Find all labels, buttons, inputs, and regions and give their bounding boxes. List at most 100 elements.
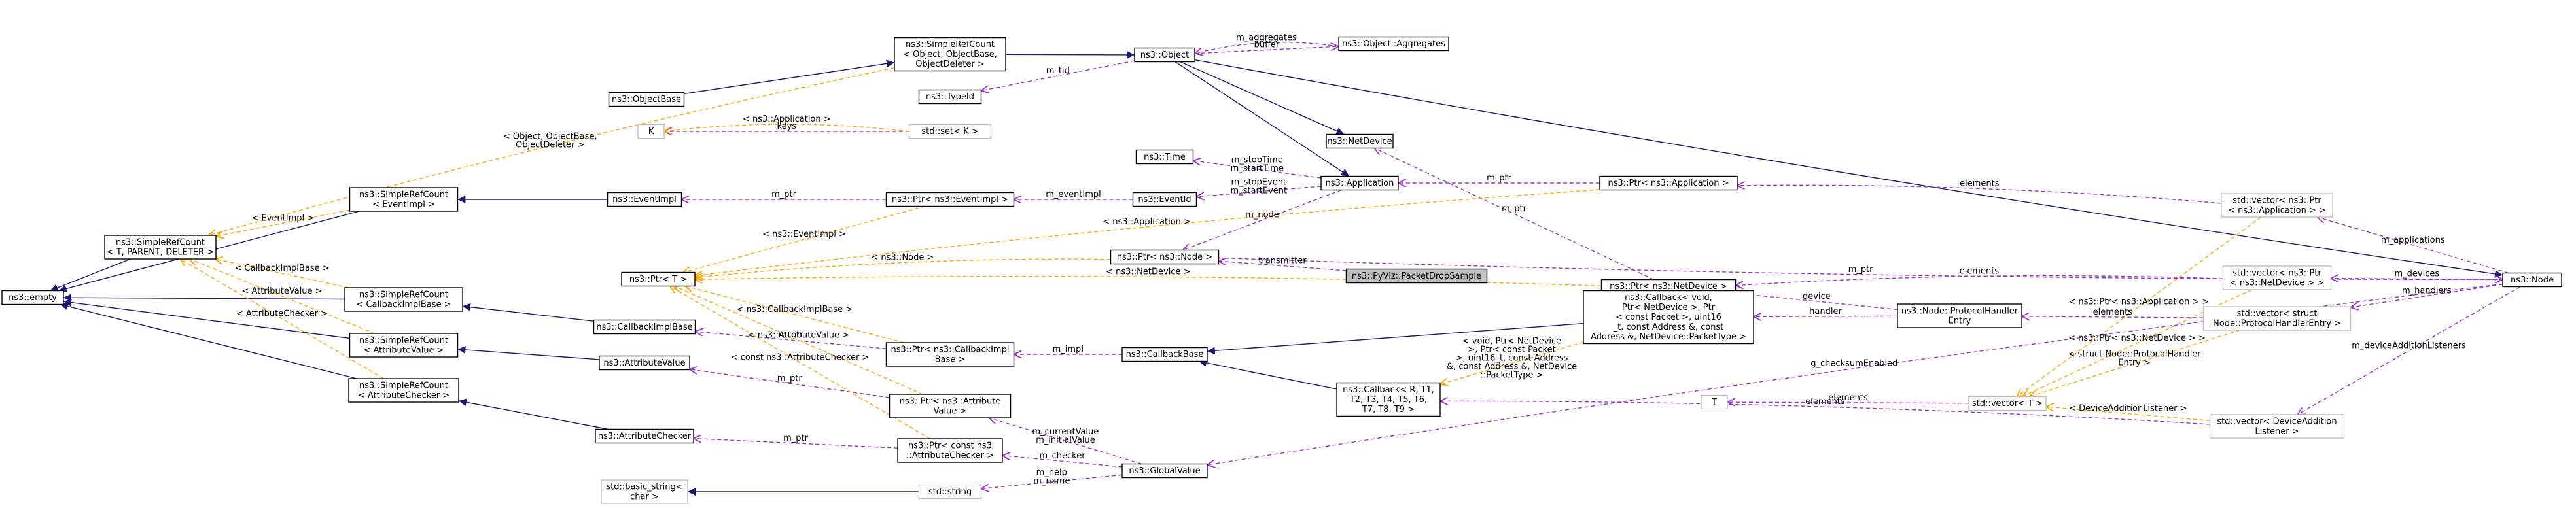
inheritance-edge-srcCBI-to-empty bbox=[63, 294, 345, 302]
usage-edge-node-to-vecDAL bbox=[2297, 286, 2521, 415]
class-node-ptrEI[interactable]: ns3::Ptr< ns3::EventImpl > bbox=[885, 192, 1015, 207]
class-node-bstr: std::basic_string<char > bbox=[601, 479, 688, 504]
inheritance-edge-cbVoid-to-cbbase bbox=[1207, 322, 1584, 355]
usage-edge-vecPHE-to-phe bbox=[2022, 316, 2204, 318]
class-node-srcAV[interactable]: ns3::SimpleRefCount< AttributeValue > bbox=[349, 333, 459, 358]
class-node-node[interactable]: ns3::Node bbox=[2502, 272, 2562, 288]
class-node-object[interactable]: ns3::Object bbox=[1134, 47, 1195, 63]
class-node-srcAC[interactable]: ns3::SimpleRefCount< AttributeChecker > bbox=[348, 378, 459, 403]
class-node-str: std::string bbox=[918, 484, 982, 500]
edge-label-node-to-vecND: m_devices bbox=[2394, 269, 2439, 279]
node-box bbox=[894, 37, 1006, 72]
node-box bbox=[1121, 463, 1208, 479]
inheritance-edge-cbR-to-cbbase bbox=[1198, 358, 1337, 390]
edge-label-ptrNode-to-ptrT: < ns3::Node > bbox=[871, 253, 934, 263]
node-title: ns3::Ptr< ns3::EventImpl > bbox=[892, 195, 1008, 205]
edge-label-cbbase-to-ptrCBI: m_impl bbox=[1053, 345, 1084, 354]
edge-label-node-to-vecApp: m_applications bbox=[2381, 235, 2445, 245]
template-edge-vecND-to-vecT bbox=[2022, 289, 2252, 397]
class-node-eventid[interactable]: ns3::EventId bbox=[1132, 192, 1197, 207]
edge-label-node-to-gv: g_checksumEnabled bbox=[1810, 359, 1897, 369]
node-box bbox=[1320, 175, 1399, 191]
class-node-eventimpl[interactable]: ns3::EventImpl bbox=[607, 192, 682, 207]
usage-edge-ptrCBI-to-cbib bbox=[696, 332, 887, 349]
usage-edge-ptrND-to-netdevice bbox=[1374, 148, 1654, 280]
node-title: ns3::SimpleRefCount< EventImpl > bbox=[359, 190, 448, 210]
class-node-ptrND[interactable]: ns3::Ptr< ns3::NetDevice > bbox=[1600, 279, 1737, 294]
node-title: std::vector< T > bbox=[1972, 399, 2043, 409]
class-node-typeid[interactable]: ns3::TypeId bbox=[918, 89, 982, 105]
node-box bbox=[1338, 36, 1449, 52]
usage-edge-gv-to-ptrAV bbox=[989, 418, 1142, 465]
usage-edge-pds-to-ptrNode bbox=[1219, 261, 1347, 271]
node-box bbox=[908, 124, 992, 139]
class-node-app[interactable]: ns3::Application bbox=[1320, 175, 1399, 191]
node-title: ns3::empty bbox=[9, 293, 57, 303]
edge-label-ptrEI-to-eventimpl: m_ptr bbox=[771, 190, 797, 199]
node-box bbox=[1897, 303, 2022, 328]
edge-label-ptrAV-to-av: m_ptr bbox=[777, 373, 803, 383]
usage-edge-gv-to-str bbox=[981, 474, 1123, 488]
class-node-pds[interactable]: ns3::PyViz::PacketDropSample bbox=[1345, 268, 1488, 284]
class-node-ptrT[interactable]: ns3::Ptr< T > bbox=[621, 271, 696, 287]
class-node-empty[interactable]: ns3::empty bbox=[1, 290, 64, 305]
usage-edge-vecDAL-to-cbR bbox=[1440, 401, 2210, 425]
node-box bbox=[1968, 396, 2047, 411]
node-box bbox=[897, 438, 1003, 463]
edge-label-srcEI-to-srcT: < EventImpl > bbox=[251, 213, 314, 223]
class-node-av[interactable]: ns3::AttributeValue bbox=[599, 355, 690, 371]
node-box bbox=[885, 192, 1015, 207]
class-node-srcCBI[interactable]: ns3::SimpleRefCount< CallbackImplBase > bbox=[344, 287, 463, 312]
class-node-ptrNode[interactable]: ns3::Ptr< ns3::Node > bbox=[1110, 249, 1220, 265]
class-node-cbib[interactable]: ns3::CallbackImplBase bbox=[593, 319, 696, 335]
class-node-cbVoid[interactable]: ns3::Callback< void,Ptr< NetDevice >, Pt… bbox=[1583, 290, 1754, 345]
class-node-srcT[interactable]: ns3::SimpleRefCount< T, PARENT, DELETER … bbox=[104, 235, 217, 260]
class-node-gv[interactable]: ns3::GlobalValue bbox=[1121, 463, 1208, 479]
class-node-ac[interactable]: ns3::AttributeChecker bbox=[595, 428, 694, 444]
node-title: ns3::Callback< void,Ptr< NetDevice >, Pt… bbox=[1591, 293, 1746, 342]
edge-label-ptrAC-to-ac: m_ptr bbox=[783, 434, 809, 443]
edge-label-object-to-typeid: m_tid bbox=[1046, 66, 1070, 76]
class-node-time[interactable]: ns3::Time bbox=[1135, 149, 1194, 165]
edge-label-srcCBI-to-srcT: < CallbackImplBase > bbox=[234, 264, 329, 273]
node-box bbox=[2209, 414, 2345, 439]
class-node-cbR[interactable]: ns3::Callback< R, T1,T2, T3, T4, T5, T6,… bbox=[1336, 382, 1441, 417]
edge-label-srcAC-to-srcT: < AttributeChecker > bbox=[236, 309, 328, 319]
class-node-K: K bbox=[637, 124, 665, 139]
edge-label-phe-to-cbVoid: handler bbox=[1809, 307, 1842, 316]
edge-label-pds-to-ptrNode: transmitter bbox=[1258, 256, 1307, 266]
class-node-cbbase[interactable]: ns3::CallbackBase bbox=[1121, 347, 1208, 362]
class-node-objbase[interactable]: ns3::ObjectBase bbox=[608, 92, 685, 107]
node-box bbox=[349, 187, 459, 212]
class-node-ptrApp[interactable]: ns3::Ptr< ns3::Application > bbox=[1599, 175, 1738, 191]
class-node-setK: std::set< K > bbox=[908, 124, 992, 139]
node-box bbox=[344, 287, 463, 312]
usage-edge-ptrAC-to-ac bbox=[694, 439, 898, 449]
class-node-ptrAC[interactable]: ns3::Ptr< const ns3::AttributeChecker > bbox=[897, 438, 1003, 463]
template-edge-ptrEI-to-ptrT bbox=[683, 205, 925, 273]
usage-edge-node-to-vecApp bbox=[2318, 217, 2509, 274]
edge-label-ptrCBI-to-ptrT: < ns3::CallbackImplBase > bbox=[737, 305, 853, 314]
template-edge-ptrCBI-to-ptrT bbox=[685, 286, 905, 343]
node-layer: ns3::empty ns3::SimpleRefCount< T, PARENT… bbox=[1, 36, 2562, 504]
node-title: ns3::ObjectBase bbox=[612, 95, 681, 105]
class-node-aggr[interactable]: ns3::Object::Aggregates bbox=[1338, 36, 1449, 52]
class-node-srcEI[interactable]: ns3::SimpleRefCount< EventImpl > bbox=[349, 187, 459, 212]
node-title: ns3::Ptr< ns3::Node > bbox=[1117, 252, 1212, 262]
node-box bbox=[1336, 382, 1441, 417]
node-title: ns3::EventId bbox=[1138, 195, 1191, 205]
class-node-netdevice[interactable]: ns3::NetDevice bbox=[1326, 133, 1394, 149]
node-box bbox=[593, 319, 696, 335]
node-box bbox=[637, 124, 665, 139]
class-node-srcObj[interactable]: ns3::SimpleRefCount< Object, ObjectBase,… bbox=[894, 37, 1006, 72]
node-box bbox=[104, 235, 217, 260]
